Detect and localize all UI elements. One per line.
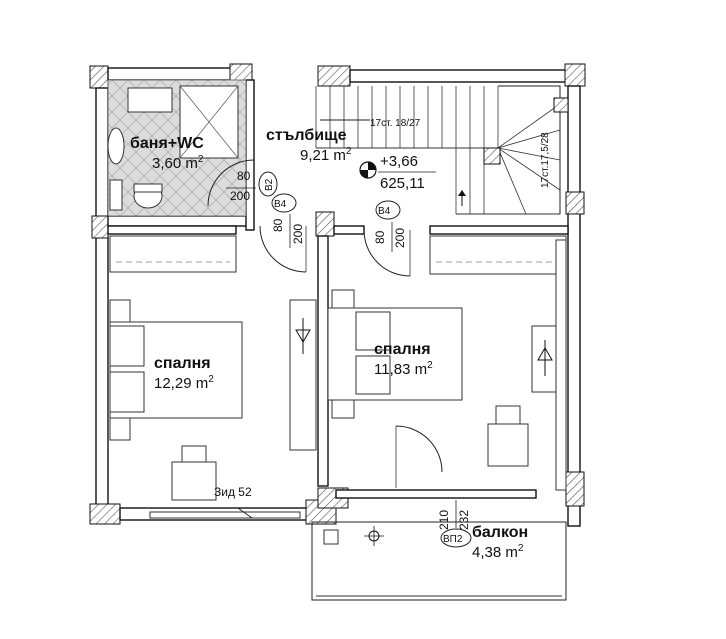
desk-2	[487, 423, 529, 467]
nightstand-3	[331, 289, 355, 309]
dim-door2-width: 80	[373, 230, 387, 244]
column-bottom-left	[89, 503, 121, 525]
dim-door2-height: 200	[393, 228, 407, 248]
nightstand-4	[331, 399, 355, 419]
room-area-bedroom-1: 12,29 m	[154, 375, 208, 392]
light-fixture-icon	[364, 526, 384, 546]
column-left-mid	[91, 215, 109, 239]
dim-bath-door-width: 80	[237, 169, 251, 183]
wardrobe-1	[109, 235, 237, 273]
stair-label-top: 17ст. 18/27	[370, 118, 421, 129]
bathroom	[107, 79, 247, 217]
dim-door1-width: 80	[271, 218, 285, 232]
room-area-sup-staircase: 2	[346, 146, 352, 157]
wall-note: Зид 52	[214, 485, 252, 499]
bath-cabinet	[127, 87, 173, 113]
nightstand-2	[109, 299, 131, 323]
room-area-bathroom: 3,60 m	[152, 155, 198, 172]
svg-text:11,83 m2: 11,83 m2	[374, 360, 433, 378]
room-name-staircase: стълбище	[266, 127, 347, 144]
dim-door1-height: 200	[291, 224, 305, 244]
wardrobe-2	[429, 235, 567, 275]
wall-top-stair	[349, 69, 571, 83]
column-right-lower	[565, 471, 585, 507]
svg-text:3,60 m2: 3,60 m2	[152, 154, 204, 172]
stair-column	[483, 147, 501, 165]
wall-bath-bottom	[107, 215, 249, 227]
svg-text:4,38 m2: 4,38 m2	[472, 543, 524, 561]
stair-treads-top	[315, 86, 499, 148]
svg-text:B4: B4	[378, 206, 391, 217]
bedroom-1-furniture	[109, 235, 317, 501]
bedroom1-door-swing	[259, 225, 307, 273]
bed-2	[327, 307, 463, 401]
svg-text:B4: B4	[274, 199, 287, 210]
stair-arrow-up	[458, 190, 466, 196]
room-name-bedroom-1: спалня	[154, 355, 211, 372]
room-area-staircase: 9,21 m	[300, 147, 346, 164]
window-bedroom-2	[555, 239, 567, 491]
room-name-balcony: балкон	[472, 524, 528, 541]
wall-bedroom1-top	[107, 225, 237, 235]
column-top-right	[564, 63, 586, 87]
wall-bedroom2-top-b	[429, 225, 569, 235]
svg-text:ВП2: ВП2	[443, 534, 463, 545]
dim-balcony-height: 232	[457, 510, 471, 530]
bedroom2-door-swing	[363, 229, 411, 277]
wall-bedroom2-top-a	[333, 225, 365, 235]
dim-bath-door-height: 200	[230, 189, 250, 203]
room-name-bedroom-2: спалня	[374, 341, 431, 358]
wall-bath-right	[245, 79, 255, 231]
svg-text:B2: B2	[264, 178, 275, 191]
room-area-sup-bedroom-2: 2	[427, 360, 433, 371]
column-right-upper	[565, 191, 585, 215]
wall-right	[567, 85, 581, 527]
column-top-mid	[317, 65, 351, 87]
interior-walls	[107, 79, 569, 487]
svg-text:9,21 m2: 9,21 m2	[300, 146, 352, 164]
door-tag-b4-right: B4	[375, 200, 401, 220]
svg-text:12,29 m2: 12,29 m2	[154, 374, 214, 392]
stair-column-right	[553, 97, 569, 113]
toilet-tank	[133, 183, 163, 193]
desk-1	[171, 461, 217, 501]
level-relative: +3,66	[380, 153, 418, 170]
column-center	[315, 211, 335, 237]
bedroom-2-furniture	[327, 235, 567, 491]
balcony-door-swing	[395, 425, 443, 473]
wall-balcony-top	[335, 489, 537, 499]
wall-top-bath	[107, 67, 249, 81]
column-top-left	[89, 65, 109, 89]
dim-balcony-width: 210	[437, 510, 451, 530]
door-tag-b2: B2	[258, 171, 278, 197]
stair-label-side: 17ст.17,5/28	[540, 132, 551, 188]
window-bedroom-1	[149, 511, 301, 519]
room-area-sup-balcony: 2	[518, 543, 524, 554]
door-tag-vp2: ВП2	[440, 528, 472, 548]
balcony-outline	[311, 521, 567, 601]
chair-2	[495, 405, 521, 425]
heater	[109, 179, 123, 211]
room-area-sup-bedroom-1: 2	[208, 374, 214, 385]
wall-left	[95, 87, 109, 507]
room-area-sup-bathroom: 2	[198, 154, 204, 165]
room-area-bedroom-2: 11,83 m	[374, 361, 427, 378]
nightstand-1	[109, 417, 131, 441]
level-absolute: 625,11	[380, 175, 425, 192]
washbasin	[107, 127, 125, 165]
level-marker-icon	[359, 161, 377, 179]
tv-icon-1	[295, 318, 311, 354]
chair-1	[181, 445, 207, 463]
bath-door-swing	[207, 159, 255, 207]
outer-walls	[89, 63, 586, 601]
room-name-bathroom: баня+WC	[130, 135, 204, 152]
staircase	[315, 85, 569, 215]
room-area-balcony: 4,38 m	[472, 544, 518, 561]
tv-icon-2	[537, 340, 553, 376]
door-tag-b4-left: B4	[271, 193, 297, 213]
wall-between-bedrooms	[317, 235, 329, 487]
balcony-drain	[323, 529, 339, 545]
